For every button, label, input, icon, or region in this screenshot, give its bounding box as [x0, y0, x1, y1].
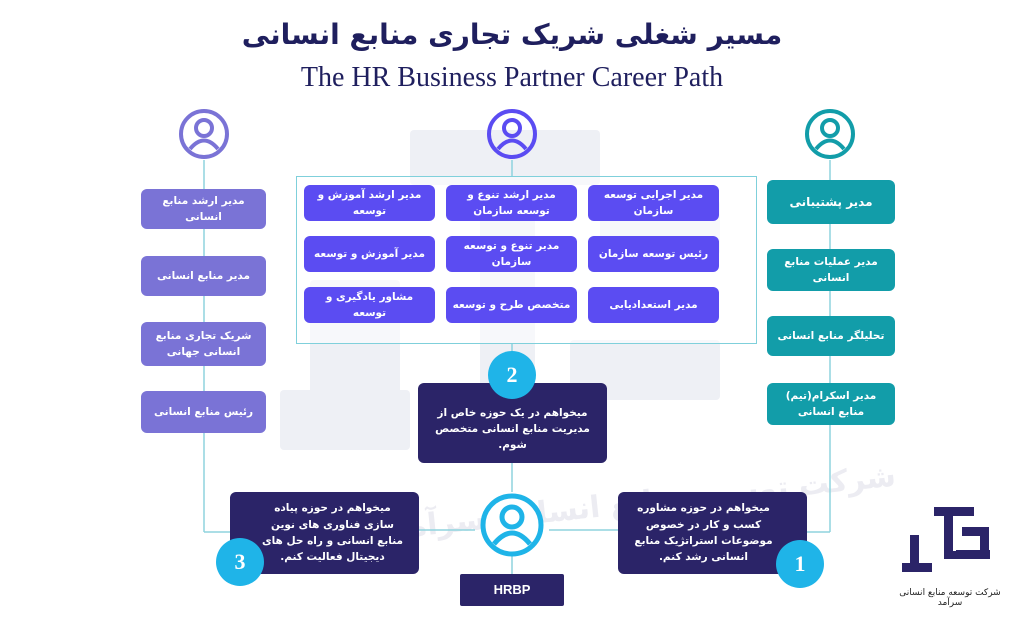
center-person-icon: [487, 109, 537, 159]
center-item-r1c1: مدیر اجرایی توسعه سازمان: [588, 185, 719, 221]
left-item-2: مدیر منابع انسانی: [141, 256, 266, 296]
right-item-4: مدیر اسکرام(تیم) منابع انسانی: [767, 383, 895, 425]
hrbp-person-icon: [480, 493, 544, 557]
step3-number: 3: [216, 538, 264, 586]
right-item-2: مدیر عملیات منابع انسانی: [767, 249, 895, 291]
center-item-r3c2: متخصص طرح و توسعه: [446, 287, 577, 323]
center-item-r3c3: مشاور یادگیری و توسعه: [304, 287, 435, 323]
left-item-1: مدیر ارشد منابع انسانی: [141, 189, 266, 229]
logo-caption: شرکت توسعه منابع انسانی سرآمد: [899, 588, 1001, 608]
page-title-persian: مسیر شغلی شریک تجاری منابع انسانی: [241, 18, 783, 51]
center-item-r3c1: مدیر استعدادیابی: [588, 287, 719, 323]
hrbp-label: HRBP: [460, 574, 564, 606]
right-person-icon: [805, 109, 855, 159]
step1-box: میخواهم در حوزه مشاوره کسب و کار در خصوص…: [618, 492, 807, 574]
left-person-icon: [179, 109, 229, 159]
step2-number: 2: [488, 351, 536, 399]
center-item-r2c2: مدیر تنوع و توسعه سازمان: [446, 236, 577, 272]
center-item-r2c1: رئیس توسعه سازمان: [588, 236, 719, 272]
center-item-r2c3: مدیر آموزش و توسعه: [304, 236, 435, 272]
page-title-english: The HR Business Partner Career Path: [300, 62, 724, 93]
right-item-1: مدیر پشتیبانی: [767, 180, 895, 224]
right-item-3: تحلیلگر منابع انسانی: [767, 316, 895, 356]
saramad-logo-icon: [902, 507, 990, 572]
center-item-r1c2: مدیر ارشد تنوع و توسعه سازمان: [446, 185, 577, 221]
center-item-r1c3: مدیر ارشد آموزش و توسعه: [304, 185, 435, 221]
left-item-3: شریک تجاری منابع انسانی جهانی: [141, 322, 266, 366]
left-item-4: رئیس منابع انسانی: [141, 391, 266, 433]
step1-number: 1: [776, 540, 824, 588]
